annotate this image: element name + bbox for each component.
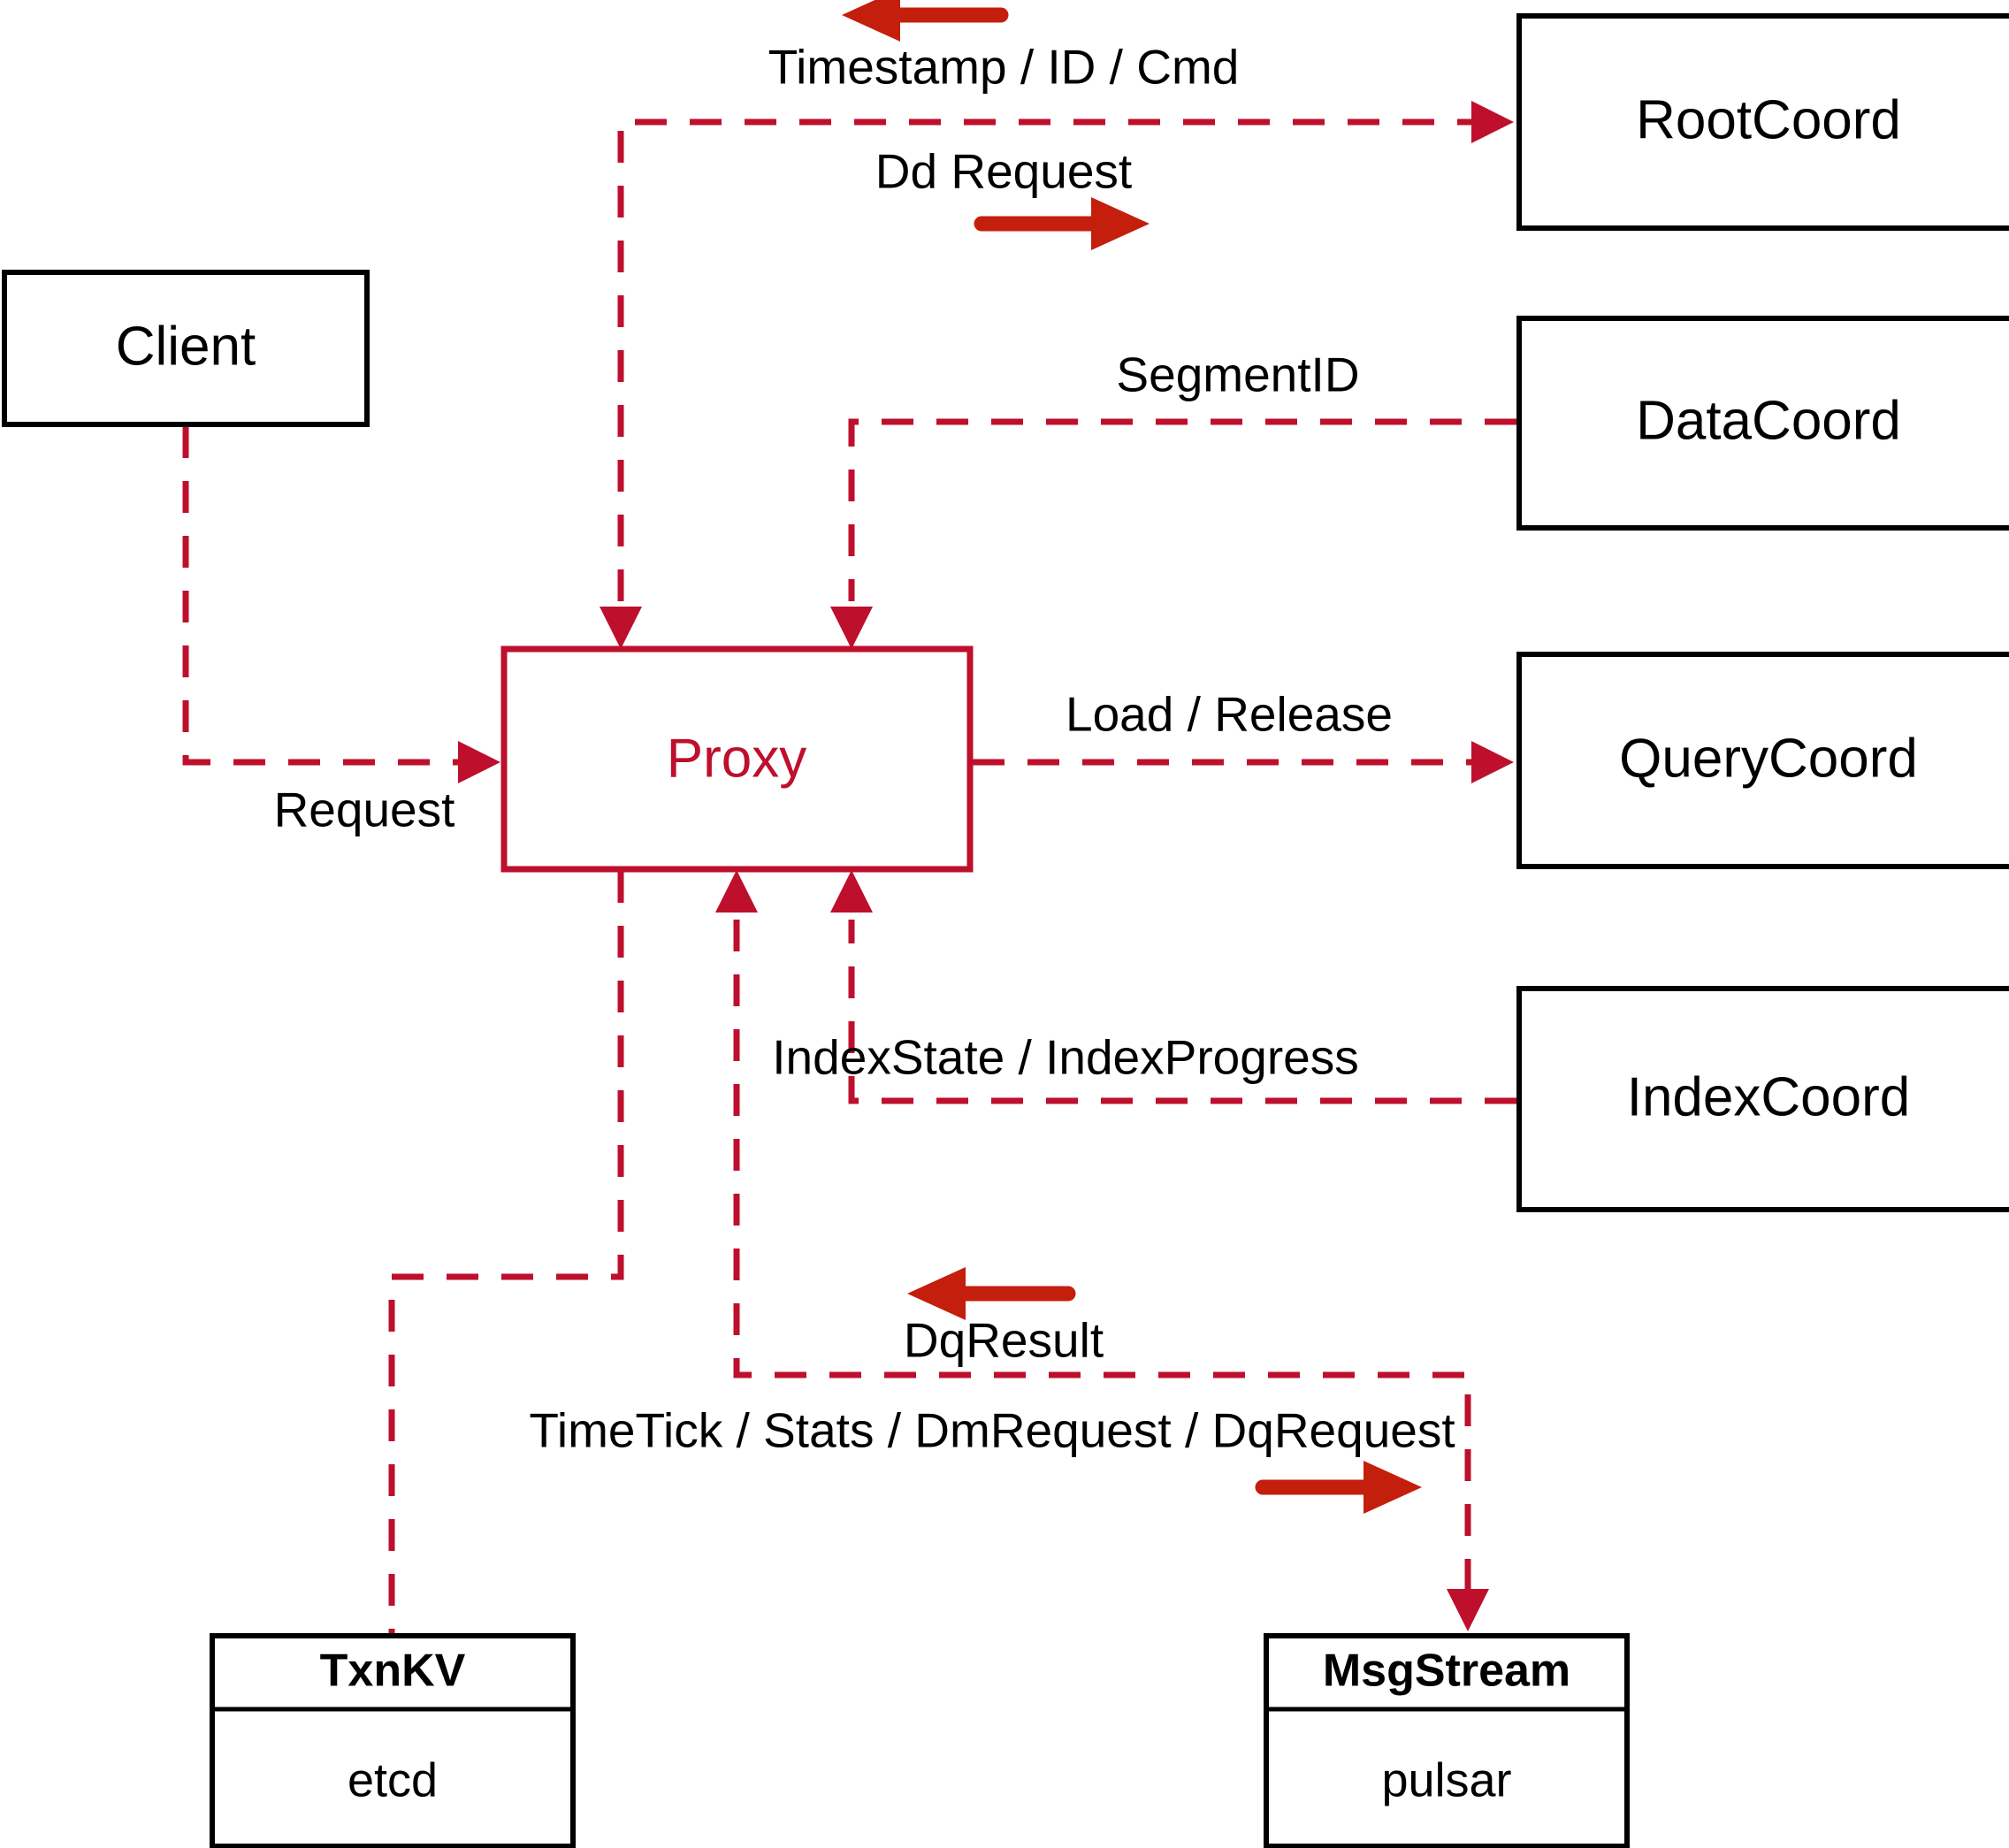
direction-arrow-dq-result: [907, 1267, 1076, 1320]
arrowhead-datacoord-to-proxy: [830, 607, 873, 649]
node-proxy-label: Proxy: [667, 728, 806, 789]
node-querycoord-label: QueryCoord: [1619, 728, 1918, 789]
edge-client-to-proxy: [182, 426, 493, 766]
arrowhead-proxy-to-msgstream: [1447, 1589, 1489, 1631]
edge-label-segment-id: SegmentID: [1116, 347, 1359, 402]
node-txnkv-impl: etcd: [348, 1753, 438, 1806]
arrowhead-indexcoord-to-proxy: [830, 870, 873, 913]
node-msgstream-impl: pulsar: [1381, 1753, 1511, 1806]
node-rootcoord-label: RootCoord: [1636, 89, 1901, 150]
node-client[interactable]: Client: [2, 270, 370, 427]
node-datacoord[interactable]: DataCoord: [1516, 316, 2009, 531]
node-rootcoord[interactable]: RootCoord: [1516, 13, 2009, 231]
node-txnkv[interactable]: TxnKV etcd: [210, 1633, 576, 1848]
edge-label-timetick-stats: TimeTick / Stats / DmRequest / DqRequest: [529, 1403, 1455, 1458]
edge-datacoord-to-proxy: [848, 418, 1516, 601]
edge-label-index-state-progress: IndexState / IndexProgress: [772, 1030, 1358, 1085]
node-indexcoord[interactable]: IndexCoord: [1516, 986, 2009, 1212]
node-client-label: Client: [116, 316, 256, 377]
node-msgstream[interactable]: MsgStream pulsar: [1264, 1633, 1630, 1848]
node-msgstream-label: MsgStream: [1323, 1646, 1570, 1697]
node-proxy[interactable]: Proxy: [500, 645, 974, 873]
node-querycoord[interactable]: QueryCoord: [1516, 652, 2009, 869]
edge-proxy-to-rootcoord: [617, 118, 1503, 601]
edge-label-request: Request: [274, 783, 455, 837]
edge-proxy-msgstream: [733, 920, 1471, 1618]
arrowhead-proxy-to-querycoord: [1471, 741, 1514, 783]
edge-label-timestamp-id-cmd: Timestamp / ID / Cmd: [768, 40, 1240, 95]
arrowhead-rootcoord-to-proxy: [600, 607, 642, 649]
direction-arrow-timestamp-id-cmd: [842, 0, 1009, 42]
direction-arrow-timetick: [1255, 1461, 1422, 1514]
edge-proxy-to-txnkv: [388, 871, 624, 1636]
edge-indexcoord-to-proxy: [848, 920, 1516, 1104]
direction-arrow-dd-request: [974, 197, 1150, 250]
edge-label-load-release: Load / Release: [1066, 687, 1393, 742]
arrowhead-msgstream-to-proxy: [715, 870, 758, 913]
edge-label-dq-result: DqResult: [904, 1313, 1104, 1368]
edge-label-dd-request: Dd Request: [875, 144, 1132, 199]
arrowhead-proxy-to-rootcoord: [1471, 101, 1514, 143]
node-datacoord-label: DataCoord: [1636, 390, 1901, 451]
arrowhead-client-to-proxy: [458, 741, 500, 783]
node-txnkv-label: TxnKV: [320, 1646, 466, 1697]
node-indexcoord-label: IndexCoord: [1627, 1066, 1911, 1127]
